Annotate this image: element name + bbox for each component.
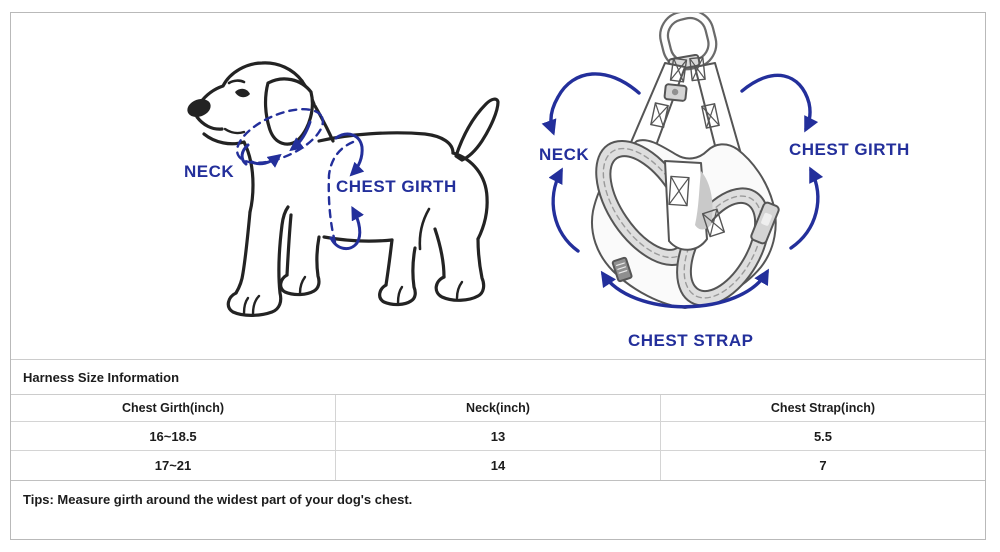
- dog-neck-measure-loop: [235, 108, 325, 164]
- measurement-tips: Tips: Measure girth around the widest pa…: [11, 480, 985, 539]
- table-row: 17~21 14 7: [11, 451, 985, 480]
- dog-and-harness-illustration: [187, 13, 824, 317]
- size-table: Chest Girth(inch) Neck(inch) Chest Strap…: [11, 394, 985, 480]
- size-table-header-row: Chest Girth(inch) Neck(inch) Chest Strap…: [11, 395, 985, 422]
- cell-chest-strap: 7: [819, 458, 827, 473]
- harness-chest-strap-label: CHEST STRAP: [628, 331, 754, 350]
- header-chest-girth: Chest Girth(inch): [11, 395, 336, 421]
- cell-neck: 14: [336, 451, 661, 480]
- harness-chest-girth-label: CHEST GIRTH: [789, 140, 910, 159]
- header-neck: Neck(inch): [336, 395, 661, 421]
- table-row: 16~18.5 13 5.5: [11, 422, 985, 451]
- content-frame: NECK CHEST GIRTH NECK CHEST GIRTH CHEST …: [10, 12, 986, 540]
- harness-side-buckle: [750, 201, 780, 245]
- harness-neck-label: NECK: [539, 145, 590, 164]
- cell-chest-girth: 16~18.5: [11, 422, 336, 450]
- harness-drawing: [591, 13, 780, 309]
- size-table-title: Harness Size Information: [11, 359, 985, 394]
- dog-chest-measure-loop: [327, 140, 355, 244]
- cell-neck: 13: [336, 422, 661, 450]
- dog-neck-label: NECK: [184, 162, 235, 181]
- header-chest-strap: Chest Strap(inch): [770, 401, 876, 415]
- cell-chest-girth: 17~21: [11, 451, 336, 480]
- harness-measurement-arrows: [541, 72, 824, 309]
- dog-chest-girth-label: CHEST GIRTH: [336, 177, 457, 196]
- dog-eye: [235, 88, 250, 98]
- cell-chest-strap: 5.5: [813, 428, 833, 444]
- harness-buckle: [663, 83, 688, 102]
- dog-nose: [187, 99, 211, 117]
- illustration-area: NECK CHEST GIRTH NECK CHEST GIRTH CHEST …: [11, 13, 985, 359]
- dog-measurement-annotations: [235, 108, 365, 251]
